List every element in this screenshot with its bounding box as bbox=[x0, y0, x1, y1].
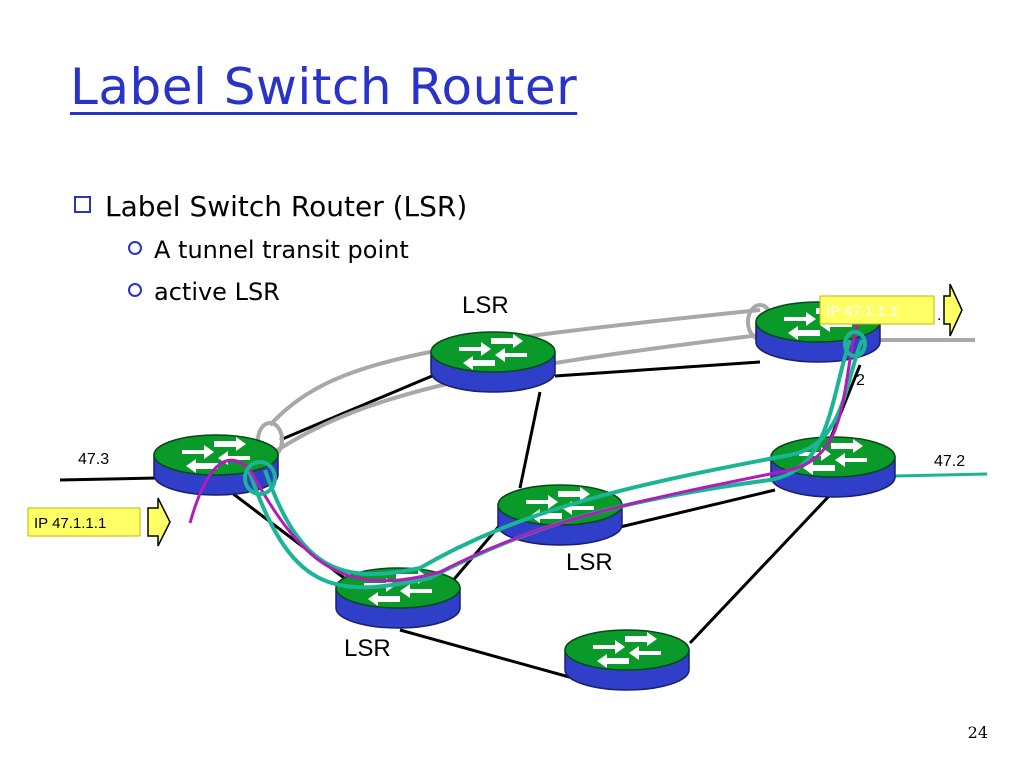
sub-bullet-2: active LSR bbox=[128, 278, 280, 306]
router-right bbox=[770, 436, 896, 498]
lsr-label-top: LSR bbox=[462, 292, 509, 319]
edge-label-right: 47.2 bbox=[934, 453, 965, 470]
sub-bullet-1-text: A tunnel transit point bbox=[154, 236, 409, 264]
egress-link bbox=[894, 472, 988, 478]
packet-ingress-label: IP 47.1.1.1 bbox=[34, 515, 106, 532]
edge-label-partial: 2 bbox=[856, 372, 865, 389]
lsr-label-center: LSR bbox=[566, 549, 613, 576]
lsr-label-bottom-left: LSR bbox=[344, 635, 391, 662]
packet-egress-label: IP 47.1.1.1 bbox=[826, 303, 898, 320]
page-number: 24 bbox=[967, 723, 988, 742]
bullet-main: Label Switch Router (LSR) bbox=[74, 190, 467, 223]
edge-label-left: 47.3 bbox=[78, 451, 109, 468]
lsp-paths bbox=[188, 319, 867, 590]
edge-label-clip: . bbox=[937, 307, 941, 324]
packet-egress: IP 47.1.1.1 bbox=[819, 283, 963, 337]
slide-title: Label Switch Router bbox=[70, 58, 578, 116]
circle-bullet-icon bbox=[128, 283, 142, 297]
router-top bbox=[430, 331, 556, 393]
square-bullet-icon bbox=[74, 196, 91, 213]
circle-bullet-icon bbox=[128, 241, 142, 255]
packet-ingress: IP 47.1.1.1 bbox=[27, 497, 171, 547]
sub-bullet-1: A tunnel transit point bbox=[128, 236, 409, 264]
router-bottom bbox=[564, 629, 690, 691]
bullet-main-text: Label Switch Router (LSR) bbox=[105, 190, 468, 223]
sub-bullet-2-text: active LSR bbox=[154, 278, 280, 306]
